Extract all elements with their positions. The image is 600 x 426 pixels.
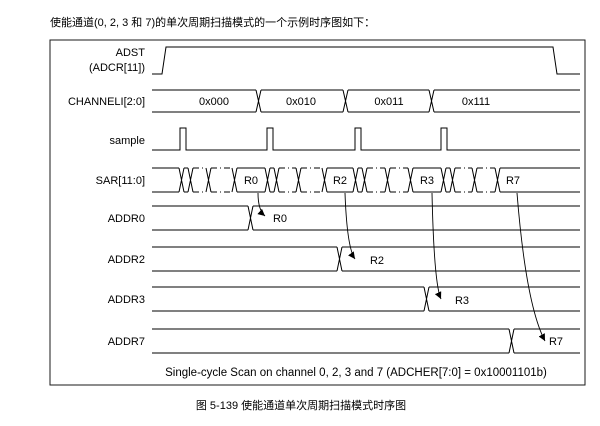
diagram-caption: Single-cycle Scan on channel 0, 2, 3 and…: [165, 367, 547, 379]
addr2-bus: [152, 246, 580, 272]
sar-value-r0: R0: [244, 175, 258, 187]
addr7-bus: [152, 328, 580, 354]
sar-bus-converting: [193, 167, 495, 193]
arrow-sar-to-addr3: [431, 192, 442, 300]
adst-label: ADST: [116, 47, 146, 59]
addr0-bus: [152, 205, 580, 231]
channel-value-2: 0x011: [374, 96, 403, 108]
arrow-sar-to-addr2: [344, 192, 356, 260]
sar-value-r2: R2: [333, 175, 347, 187]
sar-bus-transitions: [178, 167, 501, 193]
adst-sublabel: (ADCR[11]): [89, 62, 145, 74]
sar-label: SAR[11:0]: [96, 175, 145, 187]
addr3-value: R3: [455, 295, 469, 307]
addr2-label: ADDR2: [108, 254, 145, 266]
channel-value-3: 0x111: [462, 96, 490, 108]
sample-waveform: [152, 127, 580, 151]
addr7-label: ADDR7: [108, 336, 145, 348]
diagram-frame: [49, 39, 586, 386]
addr7-value: R7: [549, 336, 563, 348]
addr3-bus: [152, 286, 580, 312]
channel-label: CHANNELI[2:0]: [68, 96, 145, 108]
sample-label: sample: [110, 135, 145, 147]
arrow-sar-to-addr0: [257, 192, 266, 217]
arrow-sar-to-addr7: [516, 192, 546, 342]
channel-bus: [152, 89, 580, 113]
sar-value-r7: R7: [506, 175, 520, 187]
channel-value-0: 0x000: [199, 96, 229, 108]
sar-value-r3: R3: [420, 175, 434, 187]
figure-caption: 图 5-139 使能通道单次周期扫描模式时序图: [196, 398, 406, 412]
addr2-value: R2: [370, 255, 384, 267]
channel-value-1: 0x010: [286, 96, 316, 108]
addr0-label: ADDR0: [108, 213, 145, 225]
addr3-label: ADDR3: [108, 294, 145, 306]
adst-waveform: [152, 46, 580, 75]
addr0-value: R0: [273, 213, 287, 225]
intro-text: 使能通道(0, 2, 3 和 7)的单次周期扫描模式的一个示例时序图如下：: [50, 15, 375, 29]
sar-bus-solid: [152, 167, 580, 193]
